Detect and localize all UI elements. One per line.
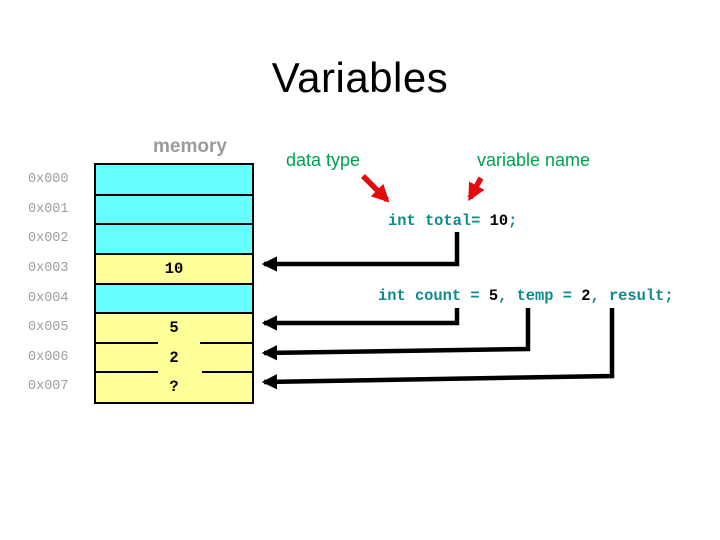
cell-divider-partial [96, 371, 158, 374]
memory-address: 0x004 [28, 290, 69, 306]
memory-cell: 5 [96, 313, 252, 343]
cell-divider [96, 312, 252, 315]
cell-divider [96, 223, 252, 226]
cell-value: 5 [169, 318, 179, 337]
cell-divider [96, 193, 252, 196]
connector-count-to-cell [261, 308, 460, 331]
cell-value: 10 [164, 259, 184, 278]
code-number: 2 [581, 287, 591, 305]
variable-name-label: variable name [477, 150, 591, 170]
memory-cell: ? [96, 372, 252, 402]
memory-address: 0x001 [28, 201, 69, 217]
address-column: 0x000 0x001 0x002 0x003 0x004 0x005 0x00… [28, 165, 88, 402]
code-keyword: , temp = [498, 287, 582, 305]
code-keyword: int count = [378, 287, 489, 305]
code-number: 5 [488, 287, 499, 305]
memory-cell [96, 165, 252, 195]
memory-address: 0x002 [28, 231, 69, 247]
memory-cell: 10 [96, 253, 252, 284]
memory-heading: memory [153, 136, 227, 157]
cell-divider [96, 252, 252, 255]
cell-divider-partial [202, 371, 252, 374]
memory-box: 10 5 2 ? [94, 163, 254, 404]
connector-result-to-cell [261, 308, 615, 390]
code-keyword: ; [508, 212, 518, 230]
memory-address: 0x005 [28, 320, 69, 336]
memory-cell: 2 [96, 342, 252, 373]
memory-cell [96, 194, 252, 225]
cell-divider-partial [200, 341, 252, 344]
cell-divider [96, 282, 252, 285]
slide-title: Variables [271, 54, 449, 101]
code-number: 10 [489, 212, 509, 230]
cell-value: ? [169, 378, 179, 397]
memory-cell [96, 224, 252, 254]
cell-value: 2 [169, 348, 179, 367]
connector-total-to-cell [261, 232, 460, 272]
memory-address: 0x007 [28, 379, 69, 395]
code-keyword: int total= [388, 212, 490, 230]
data-type-label: data type [286, 150, 361, 170]
variable-name-arrow [467, 176, 485, 202]
memory-cell [96, 283, 252, 314]
data-type-arrow [361, 174, 390, 203]
memory-address: 0x003 [28, 260, 69, 276]
code-line-2: int count = 5, temp = 2, result; [378, 287, 674, 305]
connector-temp-to-cell [261, 308, 531, 361]
memory-address: 0x000 [28, 172, 69, 187]
cell-divider-partial [96, 341, 158, 344]
code-line-1: int total= 10; [388, 212, 517, 230]
memory-address: 0x006 [28, 349, 69, 365]
code-keyword: , result; [590, 287, 674, 305]
